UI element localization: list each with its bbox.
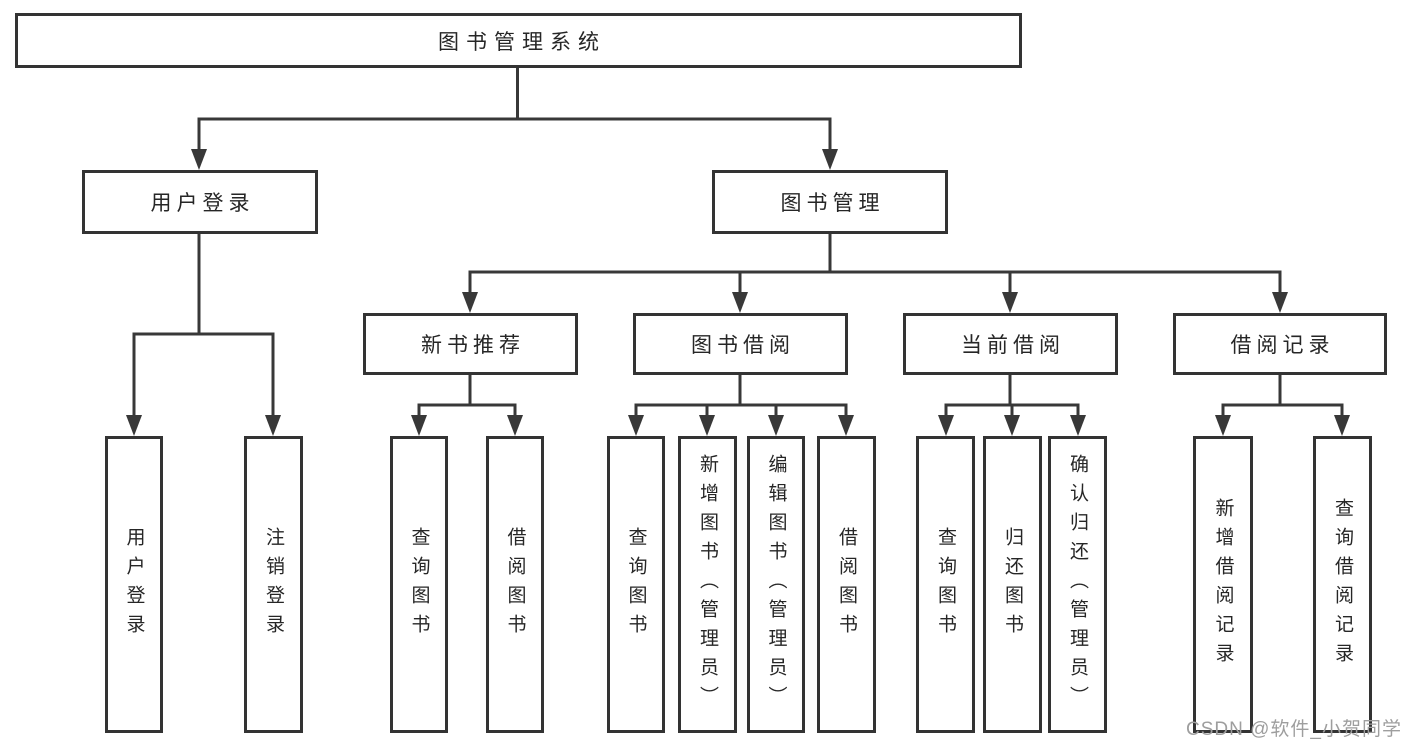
arrowhead (838, 415, 854, 436)
node-label: 当前借阅 (961, 334, 1065, 357)
node-new-book-recommend: 新书推荐 (363, 313, 578, 375)
node-library-system: 图书管理系统 (15, 13, 1022, 68)
connector-bookmgmt-to-level3 (468, 234, 1282, 294)
node-label: 图书管理 (780, 192, 885, 215)
leaf-user-login: 用户登录 (105, 436, 163, 733)
node-label: 用户登录 (150, 192, 255, 215)
arrowhead (1272, 292, 1288, 313)
leaf-add-borrow-record: 新增借阅记录 (1193, 436, 1253, 733)
arrowhead (126, 415, 142, 436)
arrowhead (822, 149, 838, 170)
node-user-login: 用户登录 (82, 170, 318, 234)
node-book-management: 图书管理 (712, 170, 948, 234)
node-current-borrow: 当前借阅 (903, 313, 1118, 375)
node-label: 借阅图书 (504, 526, 526, 643)
arrowhead (938, 415, 954, 436)
leaf-add-book-admin: 新增图书（管理员） (678, 436, 737, 733)
leaf-query-books-borrow: 查询图书 (607, 436, 665, 733)
node-label: 查询借阅记录 (1332, 497, 1353, 672)
leaf-query-borrow-record: 查询借阅记录 (1313, 436, 1372, 733)
connector-newbooks-split (417, 375, 517, 418)
leaf-query-books-newbooks: 查询图书 (390, 436, 448, 733)
connector-currentborrow-split (944, 375, 1080, 418)
node-label: 图书管理系统 (438, 30, 606, 54)
connector-userlogin-split (132, 234, 275, 417)
node-label: 用户登录 (123, 526, 145, 643)
node-label: 查询图书 (408, 526, 430, 643)
node-label: 新书推荐 (421, 334, 525, 357)
connector-root-to-level2 (197, 68, 832, 151)
arrowhead (191, 149, 207, 170)
watermark: CSDN @软件_小贺同学 (1186, 719, 1402, 740)
node-label: 确认归还（管理员） (1067, 454, 1088, 715)
arrowhead (1070, 415, 1086, 436)
node-label: 归还图书 (1002, 526, 1023, 643)
node-label: 新增借阅记录 (1212, 497, 1234, 672)
arrowhead (768, 415, 784, 436)
arrowhead (628, 415, 644, 436)
arrowhead (462, 292, 478, 313)
node-borrow-records: 借阅记录 (1173, 313, 1387, 375)
leaf-borrow-books-borrow: 借阅图书 (817, 436, 876, 733)
node-label: 注销登录 (263, 526, 284, 643)
leaf-query-books-current: 查询图书 (916, 436, 975, 733)
node-label: 查询图书 (625, 526, 647, 643)
leaf-edit-book-admin: 编辑图书（管理员） (747, 436, 805, 733)
leaf-return-book: 归还图书 (983, 436, 1042, 733)
arrowhead (507, 415, 523, 436)
arrowhead (265, 415, 281, 436)
arrowhead (699, 415, 715, 436)
node-book-borrow: 图书借阅 (633, 313, 848, 375)
arrowhead (1004, 415, 1020, 436)
node-label: 图书借阅 (691, 334, 795, 357)
node-label: 新增图书（管理员） (697, 454, 718, 715)
node-label: 借阅图书 (836, 526, 857, 643)
arrowhead (1215, 415, 1231, 436)
arrowhead (411, 415, 427, 436)
node-label: 借阅记录 (1230, 334, 1335, 357)
arrowhead (732, 292, 748, 313)
node-label: 编辑图书（管理员） (765, 454, 787, 715)
leaf-borrow-books-newbooks: 借阅图书 (486, 436, 544, 733)
leaf-logout: 注销登录 (244, 436, 303, 733)
connector-borrowrecords-split (1221, 375, 1344, 418)
leaf-confirm-return-admin: 确认归还（管理员） (1048, 436, 1107, 733)
connector-bookborrow-split (634, 375, 848, 418)
node-label: 查询图书 (935, 526, 956, 643)
arrowhead (1002, 292, 1018, 313)
arrowhead (1334, 415, 1350, 436)
